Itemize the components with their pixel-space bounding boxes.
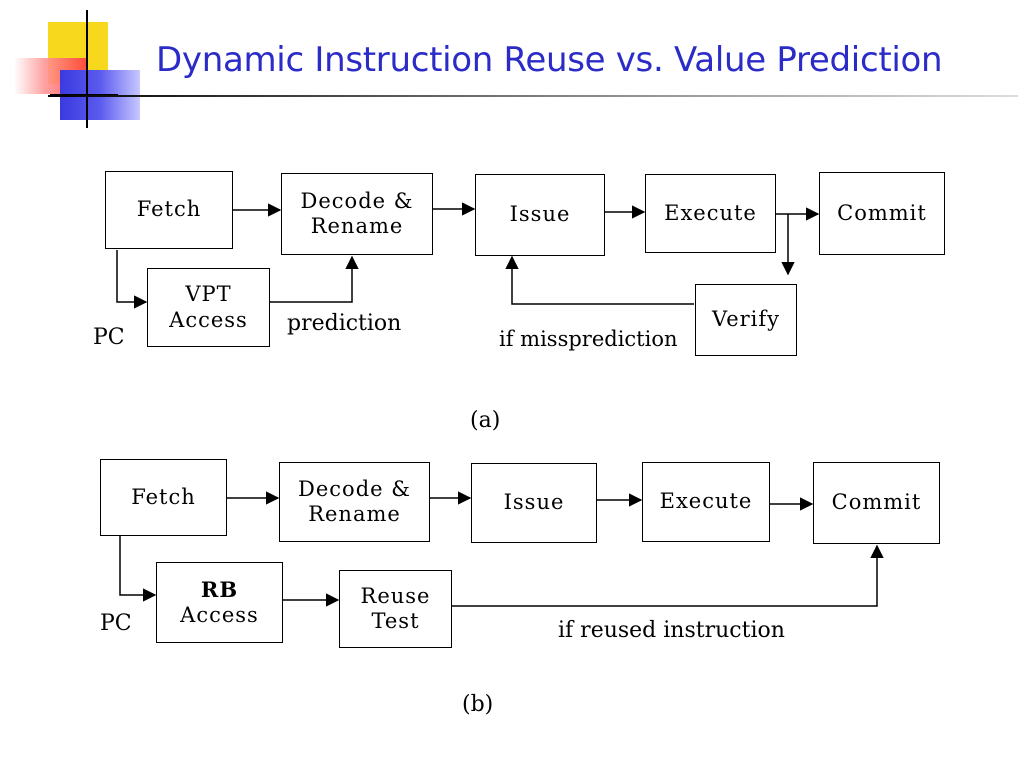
a-prediction-label: prediction [287,311,402,336]
a-fetch-box: Fetch [105,171,233,249]
b-access-label: Access [180,602,259,627]
a-fetch-label: Fetch [136,197,202,222]
a-access-label: Access [169,307,248,332]
arrow-b-fetch-rb [119,535,157,602]
b-reuse-test-box: Reuse Test [339,570,452,648]
a-pc-label: PC [93,325,125,350]
slide-title: Dynamic Instruction Reuse vs. Value Pred… [156,40,943,80]
a-execute-label: Execute [664,200,757,225]
a-misprediction-label: if missprediction [499,327,678,351]
b-reuse-label: Reuse [360,583,431,608]
arrow-a-fetch-vpt [116,250,148,309]
arrow-b-reuse-commit [452,544,884,607]
a-commit-label: Commit [837,200,927,225]
a-verify-box: Verify [695,284,797,356]
a-execute-box: Execute [645,174,776,253]
a-decode-label: Decode & [300,188,414,213]
b-issue-label: Issue [503,490,565,515]
arrow-a-verify-issue [505,255,694,305]
b-fetch-label: Fetch [131,484,196,509]
a-decode-rename-box: Decode & Rename [281,173,433,255]
a-caption: (a) [470,408,501,433]
a-issue-box: Issue [475,174,605,256]
b-execute-box: Execute [642,462,770,542]
decor-vertical-line [86,10,88,128]
b-rb-access-box: RB Access [156,562,283,643]
a-verify-label: Verify [711,307,781,332]
b-commit-box: Commit [813,462,940,544]
b-issue-box: Issue [471,463,597,543]
a-commit-box: Commit [819,172,945,255]
a-issue-label: Issue [509,202,571,227]
b-fetch-box: Fetch [100,459,227,536]
b-reused-label: if reused instruction [558,618,785,643]
b-decode-label: Decode & [298,476,411,501]
b-test-label: Test [371,609,420,633]
b-execute-label: Execute [659,489,753,514]
b-commit-label: Commit [831,490,922,515]
b-caption: (b) [462,692,494,717]
b-rb-label: RB [200,577,239,603]
arrow-a-vpt-decode [270,255,359,303]
b-pc-label: PC [100,611,132,636]
a-vpt-label: VPT [185,282,232,307]
title-underline [48,95,1018,97]
b-rename-label: Rename [308,502,401,526]
a-rename-label: Rename [310,214,404,238]
b-decode-rename-box: Decode & Rename [279,462,430,542]
a-vpt-access-box: VPT Access [147,268,270,347]
